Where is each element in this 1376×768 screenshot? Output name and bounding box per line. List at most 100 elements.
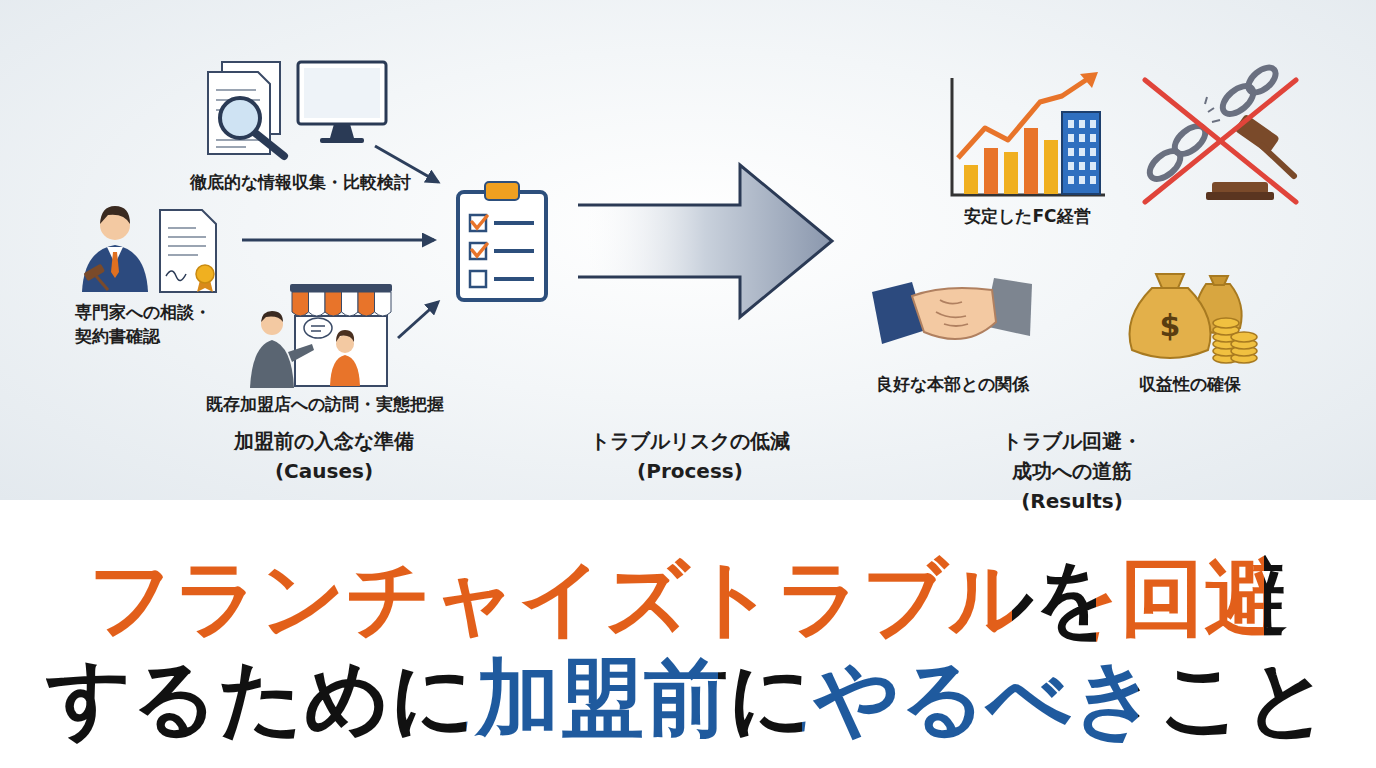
contract-icon-part [166,271,186,281]
shop-icon-part-part [342,292,359,316]
result-item: 良好な本部との関係 [860,262,1045,397]
growth-chart-icon-part-part [1079,176,1085,184]
no-dispute-icon-part [1145,80,1296,202]
checklist-icon-part [494,249,534,253]
item-caption: 収益性の確保 [1139,372,1241,396]
expert-icon-part [100,206,130,224]
process-arrow-outline [578,165,832,317]
handshake-icon [872,278,1032,344]
growth-chart-icon-part-part [1090,120,1096,128]
growth-chart-icon-part-part [1079,120,1085,128]
growth-chart-icon-part-part [1079,162,1085,170]
leader-arrow-part [398,302,438,338]
title-band: フランチャイズトラブルを回避 するために加盟前にやるべきこと [0,548,1376,748]
growth-chart-icon-part [1062,112,1100,194]
contract-icon-part [160,210,216,292]
stage-group: トラブル回避・成功への道筋 (Results)安定したFC経営良好な本部との関係… [832,50,1312,490]
contract-icon-part [168,228,206,255]
growth-chart-icon-part [1080,72,1098,88]
item-caption: 専門家への相談・ 契約書確認 [75,300,211,348]
growth-chart-icon-part-part [1090,162,1096,170]
contract-icon [160,210,216,292]
money-bag-icon [1130,274,1258,363]
money-bag-icon-part [1156,274,1184,288]
money-bag-icon-part [1210,276,1228,285]
money-bag-icon-part [1213,318,1257,363]
growth-chart-icon-part-part [1090,176,1096,184]
checklist-icon-part [470,271,486,287]
shop-icon-part [311,326,325,331]
shop-icon-part [290,284,392,292]
checklist-icon-part [472,216,487,256]
no-dispute-icon-part [1262,146,1294,176]
column-heading: 加盟前の入念な準備 (Causes) [234,426,414,486]
checklist-icon-part [458,192,546,300]
visitor-icon-part [250,340,294,388]
growth-chart-icon-part [1068,120,1096,184]
no-dispute-icon-part [1244,63,1280,97]
no-dispute-icon [1145,63,1296,202]
growth-chart-icon-part-part [1079,134,1085,142]
step-item: 専門家への相談・ 契約書確認 [70,198,240,348]
monitor-icon [298,62,386,143]
growth-chart-icon-part-part [1068,176,1074,184]
shop-icon-part [304,318,332,338]
expert-icon-part [96,276,108,290]
visitor-icon-part [288,344,314,362]
expert-icon-part [83,264,105,282]
column-heading: トラブル回避・成功への道筋 (Results) [1002,426,1142,516]
handshake-icon-part [936,300,968,326]
shop-icon-part [292,292,391,316]
process-arrow [578,165,832,317]
document-search-icon-part [220,98,260,138]
edge-label: トラブルリスクの低減 (Process) [590,426,790,486]
growth-chart-icon-part-part [1068,120,1074,128]
growth-chart-icon-part [1024,128,1038,194]
money-bag-icon-part-part [1231,332,1257,342]
checklist-icon [458,182,546,300]
shop-icon-part-part [358,292,375,316]
growth-chart-icon-part-part [1068,134,1074,142]
shop-icon-part-part [325,292,342,316]
currency-symbol: $ [1160,309,1181,343]
growth-chart-icon-part [1004,152,1018,194]
money-bag-icon-part-part [1213,318,1239,328]
item-caption: 安定したFC経営 [964,204,1090,228]
growth-chart-icon-part-part [1090,148,1096,156]
shop-icon [290,284,392,386]
no-dispute-icon-part [1206,192,1274,200]
monitor-icon-part [304,68,380,118]
step-item: 徹底的な情報収集・比較検討 [165,55,435,195]
result-item: 収益性の確保 [1110,258,1270,398]
document-search-icon-part [216,90,260,147]
growth-chart-icon-part-part [1068,148,1074,156]
growth-chart-icon-part-part [1079,148,1085,156]
growth-chart-icon-part [952,78,1105,195]
checklist-icon-part [485,182,519,200]
item-caption: 既存加盟店への訪問・実態把握 [206,392,444,416]
step-item: 既存加盟店への訪問・実態把握 [180,278,470,418]
visitor-icon [250,311,314,388]
growth-chart-icon-part [958,80,1086,158]
growth-chart-icon-part [1044,140,1058,194]
monitor-icon-part [298,62,386,124]
no-dispute-icon-part [1205,97,1220,122]
page-title: フランチャイズトラブルを回避 するために加盟前にやるべきこと [46,548,1330,748]
visitor-icon-part [261,311,283,322]
shop-icon-part-part [309,292,326,316]
checklist-icon-part [494,277,534,281]
item-caption: 良好な本部との関係 [876,372,1029,396]
growth-chart-icon-part-part [1090,134,1096,142]
expert-icon-part [82,245,148,292]
checklist-icon-part [494,221,534,225]
expert-icon-part [111,252,119,278]
shop-icon-part [336,330,354,342]
contract-icon-part [196,265,214,283]
growth-chart-icon-part [984,148,998,194]
document-search-icon-part [254,132,284,156]
no-dispute-icon-part [1145,80,1296,202]
money-bag-icon-part [1130,288,1211,358]
growth-chart-icon-part-part [1068,162,1074,170]
process-arrow-fill [578,165,832,317]
no-dispute-icon-part [1234,114,1280,154]
